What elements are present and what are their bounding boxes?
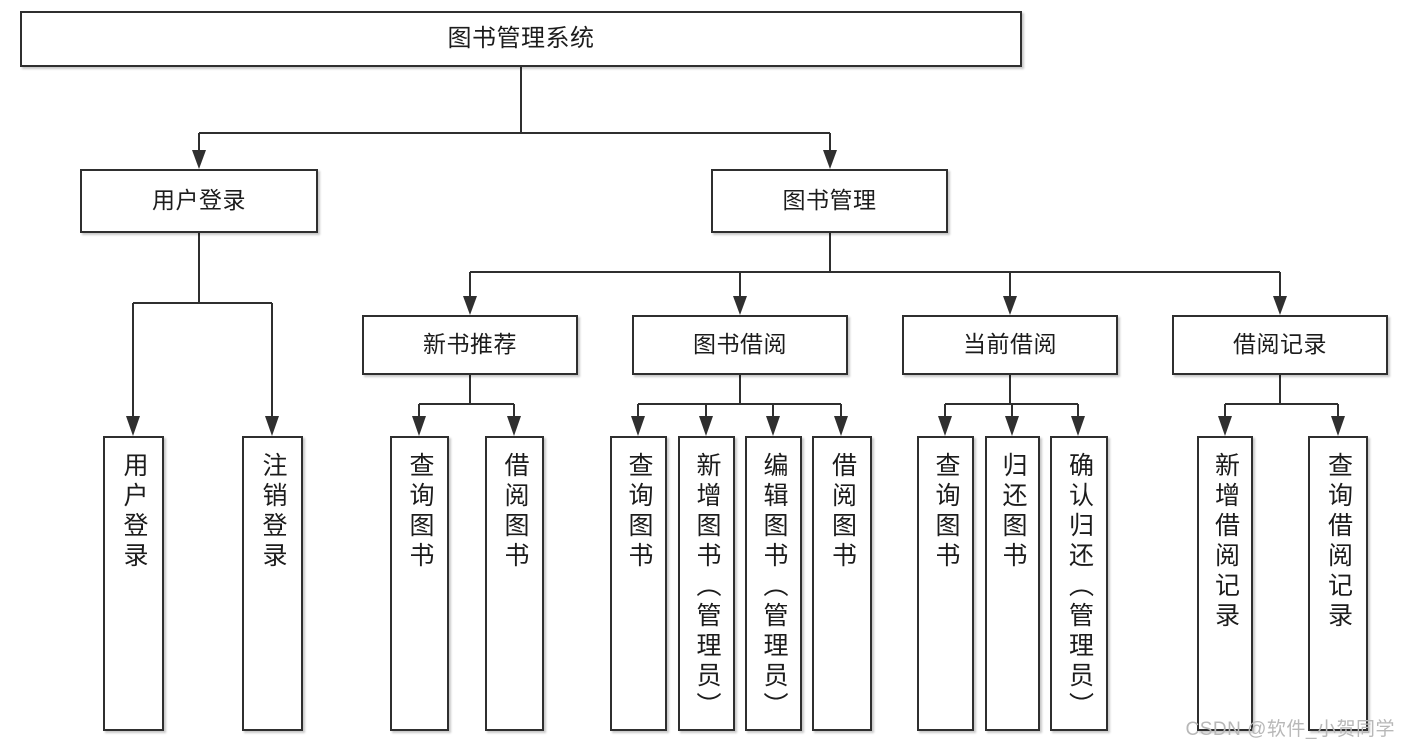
node-label: 新书推荐: [423, 331, 517, 358]
node-root-system[interactable]: 图书管理系统: [20, 11, 1022, 67]
leaf-user-login[interactable]: 用户登录: [103, 436, 164, 731]
node-borrow-record[interactable]: 借阅记录: [1172, 315, 1388, 375]
node-book-borrow[interactable]: 图书借阅: [632, 315, 848, 375]
leaf-current-return-book[interactable]: 归还图书: [985, 436, 1040, 731]
node-label: 归还图书: [999, 452, 1027, 572]
leaf-record-add[interactable]: 新增借阅记录: [1197, 436, 1253, 731]
leaf-current-confirm-return[interactable]: 确认归还（管理员）: [1050, 436, 1108, 731]
node-label: 查询图书: [932, 452, 960, 572]
node-label: 查询借阅记录: [1324, 452, 1353, 632]
leaf-borrow-borrow-book[interactable]: 借阅图书: [812, 436, 872, 731]
node-label: 图书借阅: [693, 331, 787, 358]
node-user-login[interactable]: 用户登录: [80, 169, 318, 233]
leaf-record-query[interactable]: 查询借阅记录: [1308, 436, 1368, 731]
leaf-new-book-borrow[interactable]: 借阅图书: [485, 436, 544, 731]
node-label: 查询图书: [625, 452, 653, 572]
node-label: 借阅图书: [828, 452, 857, 572]
node-label: 查询图书: [406, 452, 434, 572]
node-label: 新增借阅记录: [1211, 452, 1240, 632]
node-label: 借阅图书: [501, 452, 529, 572]
node-label: 用户登录: [120, 452, 148, 572]
leaf-new-book-query[interactable]: 查询图书: [390, 436, 449, 731]
node-book-management[interactable]: 图书管理: [711, 169, 948, 233]
leaf-borrow-add-book[interactable]: 新增图书（管理员）: [678, 436, 735, 731]
node-label: 新增图书（管理员）: [693, 452, 721, 722]
leaf-logout[interactable]: 注销登录: [242, 436, 303, 731]
node-label: 编辑图书（管理员）: [760, 452, 788, 722]
node-label: 图书管理: [782, 187, 877, 214]
node-label: 用户登录: [152, 187, 246, 214]
node-current-borrow[interactable]: 当前借阅: [902, 315, 1118, 375]
node-label: 当前借阅: [963, 331, 1057, 358]
node-label: 图书管理系统: [447, 24, 595, 52]
node-label: 确认归还（管理员）: [1065, 452, 1094, 722]
node-label: 借阅记录: [1233, 331, 1327, 358]
leaf-current-query-book[interactable]: 查询图书: [917, 436, 974, 731]
node-label: 注销登录: [259, 452, 287, 572]
leaf-borrow-edit-book[interactable]: 编辑图书（管理员）: [745, 436, 802, 731]
csdn-watermark: CSDN @软件_小贺同学: [1185, 719, 1395, 740]
node-new-book-recommend[interactable]: 新书推荐: [362, 315, 578, 375]
leaf-borrow-query-book[interactable]: 查询图书: [610, 436, 667, 731]
